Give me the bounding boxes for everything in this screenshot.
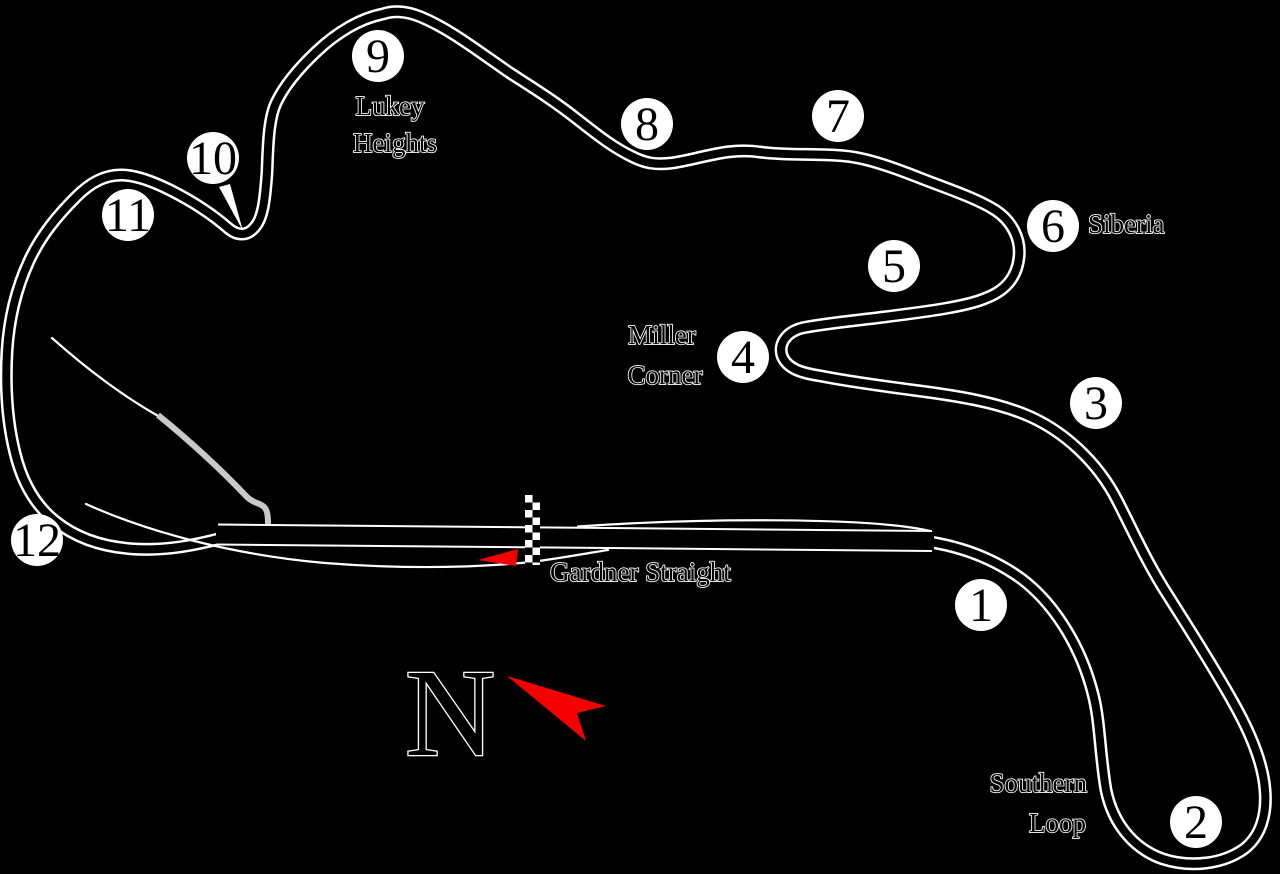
pit-lane	[156, 412, 271, 525]
marker-circle	[352, 30, 404, 82]
marker-circle	[812, 90, 864, 142]
marker-circle	[868, 240, 920, 292]
label-lukey-2: Heights	[353, 128, 437, 158]
corner-labels: Lukey Heights Siberia Miller Corner Gard…	[352, 90, 1165, 839]
track-taper-line	[84, 502, 610, 569]
direction-arrow-icon	[478, 549, 518, 566]
corner-marker-9: 9	[352, 30, 404, 83]
marker-circle	[102, 189, 154, 241]
marker-number: 6	[1041, 200, 1065, 253]
track-infill	[2, 7, 1270, 868]
marker-number: 8	[635, 98, 659, 151]
corner-marker-2: 2	[1170, 796, 1222, 849]
label-southern-2: Loop	[1029, 808, 1086, 838]
marker-circle	[1027, 200, 1079, 252]
label-miller-2: Corner	[628, 360, 703, 390]
corner-marker-5: 5	[868, 240, 920, 293]
marker-circle	[1070, 377, 1122, 429]
corner-marker-6: 6	[1027, 200, 1079, 253]
label-southern-1: Southern	[990, 768, 1088, 798]
straight-inner-line	[576, 519, 932, 533]
marker-number: 11	[105, 189, 151, 242]
gardner-straight-infill	[215, 525, 935, 550]
marker-number: 7	[826, 90, 850, 143]
corner-marker-11: 11	[102, 189, 154, 242]
corner-markers: 1 2 3 4 5 6 7 8	[11, 30, 1222, 849]
label-siberia: Siberia	[1088, 209, 1164, 239]
marker-circle	[955, 579, 1007, 631]
marker-number: 4	[731, 331, 755, 384]
marker-number: 9	[366, 30, 390, 83]
label-miller-1: Miller	[628, 320, 696, 350]
marker-number: 5	[882, 240, 906, 293]
start-finish-line	[525, 495, 540, 565]
corner-marker-10: 10	[187, 132, 239, 185]
marker-circle	[187, 132, 239, 184]
corner-marker-1: 1	[955, 579, 1007, 632]
turn10-wedge	[219, 184, 243, 231]
corner-marker-4: 4	[717, 331, 769, 384]
marker-number: 12	[13, 514, 61, 567]
corner-marker-12: 12	[11, 514, 63, 567]
north-letter: N	[405, 645, 495, 783]
marker-circle	[1170, 796, 1222, 848]
marker-number: 2	[1184, 796, 1208, 849]
track-outline	[0, 5, 1272, 871]
label-lukey-1: Lukey	[356, 91, 425, 121]
label-gardner: Gardner Straight	[550, 557, 731, 587]
marker-number: 1	[969, 579, 993, 632]
corner-marker-7: 7	[812, 90, 864, 143]
corner-marker-3: 3	[1070, 377, 1122, 430]
marker-circle	[11, 514, 63, 566]
pit-entry-line	[50, 336, 162, 419]
marker-circle	[717, 331, 769, 383]
north-arrow-icon	[507, 676, 606, 741]
marker-number: 10	[189, 132, 237, 185]
marker-number: 3	[1084, 377, 1108, 430]
marker-circle	[621, 98, 673, 150]
corner-marker-8: 8	[621, 98, 673, 151]
